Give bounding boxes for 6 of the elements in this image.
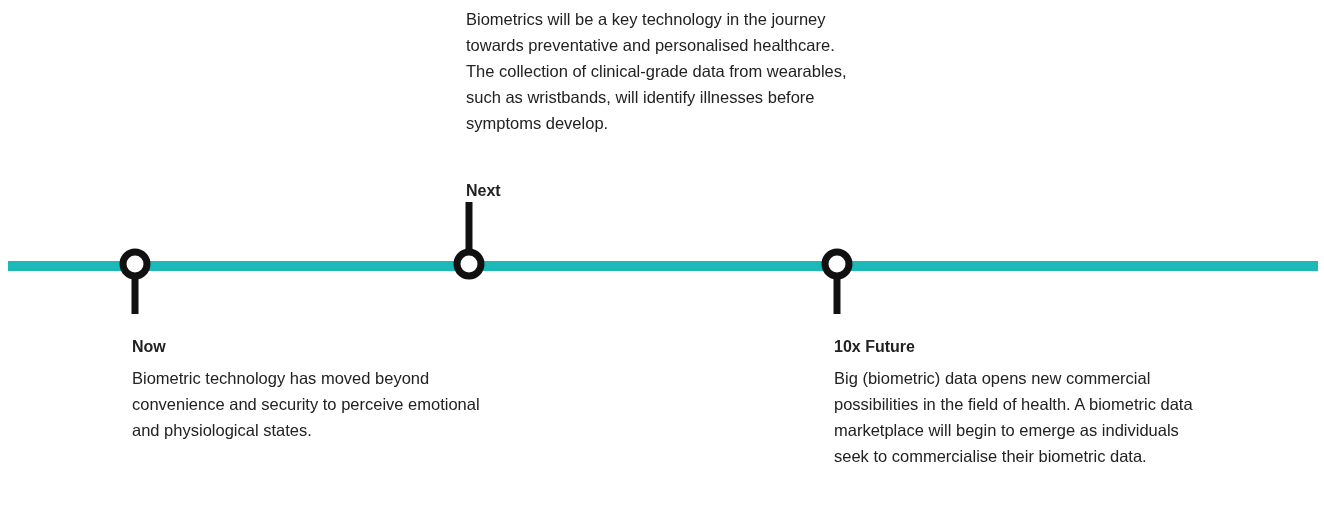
milestone-description: Biometrics will be a key technology in the journey towards preventative and personalised healthcare. The collection of clinical-grade data from wearables, such as wristbands, will identify illnesses before symptoms develop. — [466, 9, 848, 134]
milestone-description: Biometric technology has moved beyond convenience and security to perceive emotional and physiological states. — [132, 368, 481, 441]
milestone-heading: Next — [466, 182, 501, 200]
milestone-heading: Now — [132, 338, 166, 356]
milestone-heading: 10x Future — [834, 338, 915, 356]
milestone-description: Big (biometric) data opens new commercial possibilities in the field of health. A biometric data marketplace will begin to emerge as individuals seek to commercialise their biometric data. — [834, 368, 1194, 467]
